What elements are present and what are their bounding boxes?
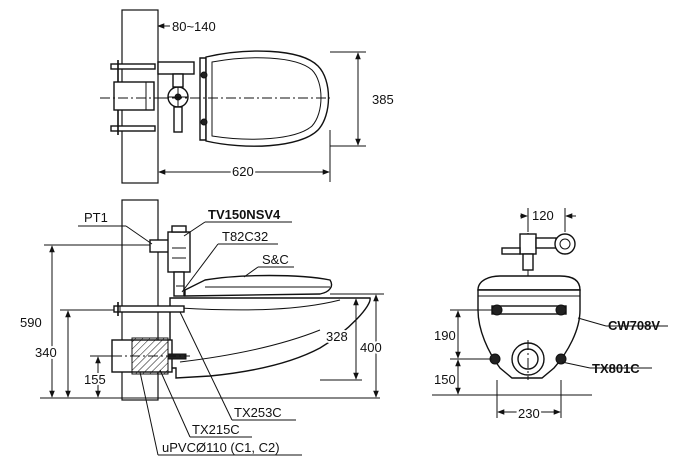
top-bracket-upper <box>110 63 156 70</box>
side-seat-cover <box>184 274 333 297</box>
label-flush-valve: TV150NSV4 <box>208 207 281 222</box>
label-t82c32: T82C32 <box>222 229 268 244</box>
label-tx801c: TX801C <box>592 361 640 376</box>
side-valve-body <box>167 231 191 273</box>
dim-bolt-spacing: 190 <box>434 328 456 343</box>
front-view: 120 190 150 230 CW708V TX801C <box>432 208 668 423</box>
dim-length: 620 <box>232 164 254 179</box>
front-valve-handle <box>554 233 576 255</box>
dim-valve-offset: 120 <box>532 208 554 223</box>
top-valve-stem <box>173 106 183 133</box>
side-mount-bolt <box>113 305 185 313</box>
dim-depth: 385 <box>372 92 394 107</box>
label-tx215c: TX215C <box>192 422 240 437</box>
dim-bolt-bottom: 150 <box>434 372 456 387</box>
dim-width: 230 <box>518 406 540 421</box>
top-pipe <box>113 81 155 111</box>
top-bowl-outline <box>205 50 330 147</box>
top-bowl-mount <box>199 57 207 141</box>
front-valve-body <box>519 233 537 255</box>
top-view: 80~140 385 620 <box>100 9 394 184</box>
front-seat-top <box>477 275 581 291</box>
label-pt1: PT1 <box>84 210 108 225</box>
top-valve-body <box>157 61 195 75</box>
dim-inlet-height: 155 <box>84 372 106 387</box>
dim-total-height: 590 <box>20 315 42 330</box>
dim-rim-height: 400 <box>360 340 382 355</box>
side-flush-pipe <box>173 271 185 297</box>
dim-bolt-height: 328 <box>326 329 348 344</box>
front-flush-pipe <box>522 253 534 271</box>
label-tx253c: TX253C <box>234 405 282 420</box>
label-seat-cover: S&C <box>262 252 289 267</box>
dim-outlet-height: 340 <box>35 345 57 360</box>
dim-wall-offset: 80~140 <box>172 19 216 34</box>
label-cw708v: CW708V <box>608 318 660 333</box>
front-bolt-bar <box>491 305 567 315</box>
side-view: 590 340 155 328 400 PT1 TV150NSV4 T82C32 <box>20 199 384 456</box>
top-bracket-lower <box>110 125 156 132</box>
label-upvc: uPVCØ110 (C1, C2) <box>162 440 280 455</box>
side-bowl-body <box>169 297 371 379</box>
